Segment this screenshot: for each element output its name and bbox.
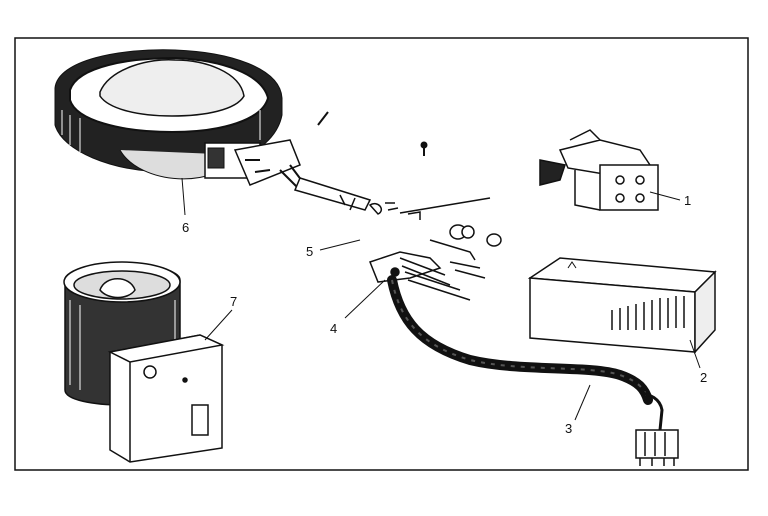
burner-assembly — [54, 49, 372, 211]
loose-screws — [317, 111, 428, 156]
callout-2: 2 — [700, 370, 707, 385]
control-box — [527, 257, 717, 354]
solenoid-valve — [539, 129, 659, 211]
diagram-border — [14, 37, 749, 471]
callout-1: 1 — [684, 193, 691, 208]
callout-3: 3 — [565, 421, 572, 436]
callout-6: 6 — [182, 220, 189, 235]
blower-motor-assembly — [63, 261, 225, 463]
callout-5: 5 — [306, 244, 313, 259]
mounting-hardware — [368, 197, 502, 261]
wire-harness — [387, 275, 679, 466]
callout-7: 7 — [230, 294, 237, 309]
callout-leaders — [181, 177, 701, 421]
wire-clamp — [369, 251, 486, 301]
callout-4: 4 — [330, 321, 337, 336]
